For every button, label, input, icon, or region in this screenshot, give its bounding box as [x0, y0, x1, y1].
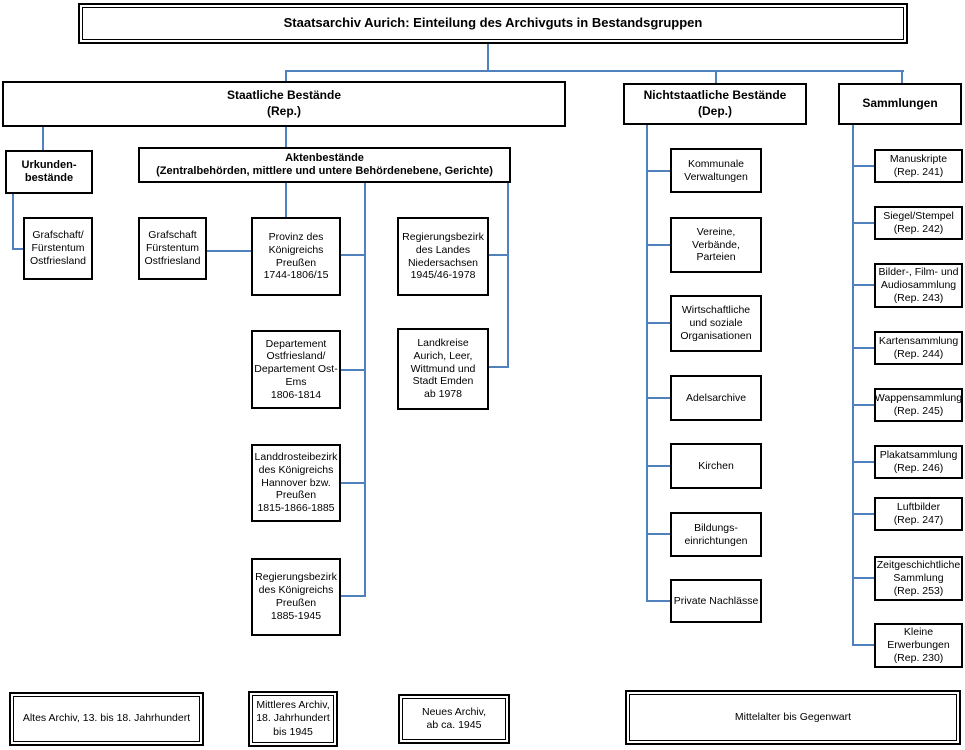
connector-elbow: [489, 366, 509, 368]
connector-elbow: [646, 600, 672, 602]
node-landkreise: Landkreise Aurich, Leer, Wittmund und St…: [397, 328, 489, 410]
node-wirtschaftliche-organisationen: Wirtschaftliche und soziale Organisation…: [670, 295, 762, 352]
connector-drop-akten: [285, 127, 287, 147]
node-nichtstaatliche-bestaende: Nichtstaatliche Bestände (Dep.): [623, 83, 807, 125]
node-vereine-verbaende-parteien: Vereine, Verbände, Parteien: [670, 217, 762, 273]
connector-elbow: [852, 284, 876, 286]
connector-col2-spine: [507, 183, 509, 368]
period-neues-archiv: Neues Archiv, ab ca. 1945: [398, 694, 510, 744]
node-siegel-stempel: Siegel/Stempel (Rep. 242): [874, 206, 963, 240]
node-urkundenbestaende: Urkunden- bestände: [5, 150, 93, 194]
connector-drop-urkunden: [42, 127, 44, 150]
connector-elbow: [646, 322, 672, 324]
node-sammlungen: Sammlungen: [838, 83, 962, 125]
connector-elbow: [341, 482, 366, 484]
period-altes-archiv: Altes Archiv, 13. bis 18. Jahrhundert: [9, 692, 204, 746]
period-mittelalter-gegenwart: Mittelalter bis Gegenwart: [625, 690, 961, 745]
connector-elbow: [646, 244, 672, 246]
node-bildungseinrichtungen: Bildungs- einrichtungen: [670, 512, 762, 557]
connector-drop-nichtstaatliche: [715, 70, 717, 83]
period-mittleres-archiv: Mittleres Archiv, 18. Jahrhundert bis 19…: [248, 691, 338, 747]
period-mittleres-archiv-label: Mittleres Archiv, 18. Jahrhundert bis 19…: [252, 695, 334, 743]
node-staatliche-bestaende: Staatliche Bestände (Rep.): [2, 81, 566, 127]
node-kommunale-verwaltungen: Kommunale Verwaltungen: [670, 148, 762, 193]
node-bilder-film-audiosammlung: Bilder-, Film- und Audiosammlung (Rep. 2…: [874, 263, 963, 308]
node-zeitgeschichtliche-sammlung: Zeitgeschichtliche Sammlung (Rep. 253): [874, 556, 963, 601]
node-private-nachlaesse: Private Nachlässe: [670, 579, 762, 623]
connector-elbow: [341, 595, 366, 597]
connector-urkunden-spine: [12, 194, 14, 250]
node-aktenbestaende: Aktenbestände (Zentralbehörden, mittlere…: [138, 147, 511, 183]
connector-nichtstaatliche-spine: [646, 125, 648, 602]
title-box: Staatsarchiv Aurich: Einteilung des Arch…: [78, 3, 908, 44]
connector-drop-staatliche: [285, 70, 287, 81]
connector-top-horizontal: [285, 70, 904, 72]
node-grafschaft-fuerstentum-urkunden: Grafschaft/ Fürstentum Ostfriesland: [23, 217, 93, 280]
connector-elbow: [646, 397, 672, 399]
node-plakatsammlung: Plakatsammlung (Rep. 246): [874, 445, 963, 479]
connector-elbow: [646, 170, 672, 172]
connector-col1-spine: [364, 183, 366, 597]
connector-elbow: [207, 250, 287, 252]
node-kleine-erwerbungen: Kleine Erwerbungen (Rep. 230): [874, 623, 963, 668]
node-grafschaft-fuerstentum-akten: Grafschaft Fürstentum Ostfriesland: [138, 217, 207, 280]
connector-elbow: [852, 165, 876, 167]
node-kirchen: Kirchen: [670, 443, 762, 489]
period-neues-archiv-label: Neues Archiv, ab ca. 1945: [402, 698, 506, 740]
connector-elbow: [852, 577, 876, 579]
node-wappensammlung: Wappensammlung (Rep. 245): [874, 388, 963, 422]
node-departement-ostfriesland: Departement Ostfriesland/ Departement Os…: [251, 330, 341, 409]
node-adelsarchive: Adelsarchive: [670, 375, 762, 421]
connector-elbow: [852, 461, 876, 463]
connector-elbow: [646, 533, 672, 535]
connector-elbow: [646, 465, 672, 467]
node-landdrosteibezirk: Landdrosteibezirk des Königreichs Hannov…: [251, 444, 341, 522]
connector-elbow: [341, 254, 366, 256]
connector-title-riser: [487, 44, 489, 70]
connector-sammlungen-spine: [852, 125, 854, 646]
node-regierungsbezirk-preussen: Regierungsbezirk des Königreichs Preußen…: [251, 558, 341, 636]
connector-elbow: [852, 513, 876, 515]
connector-elbow: [852, 347, 876, 349]
diagram-title: Staatsarchiv Aurich: Einteilung des Arch…: [82, 7, 904, 40]
connector-elbow: [852, 404, 876, 406]
connector-elbow: [852, 222, 876, 224]
connector-elbow: [12, 248, 23, 250]
period-altes-archiv-label: Altes Archiv, 13. bis 18. Jahrhundert: [13, 696, 200, 742]
node-manuskripte: Manuskripte (Rep. 241): [874, 149, 963, 183]
node-luftbilder: Luftbilder (Rep. 247): [874, 497, 963, 531]
connector-elbow: [341, 369, 366, 371]
connector-drop-sammlungen: [901, 70, 903, 83]
connector-elbow: [852, 644, 876, 646]
connector-elbow: [489, 254, 509, 256]
node-kartensammlung: Kartensammlung (Rep. 244): [874, 331, 963, 365]
period-mittelalter-gegenwart-label: Mittelalter bis Gegenwart: [629, 694, 957, 741]
node-provinz-preussen: Provinz des Königreichs Preußen 1744-180…: [251, 217, 341, 296]
node-regierungsbezirk-niedersachsen: Regierungsbezirk des Landes Niedersachse…: [397, 217, 489, 296]
